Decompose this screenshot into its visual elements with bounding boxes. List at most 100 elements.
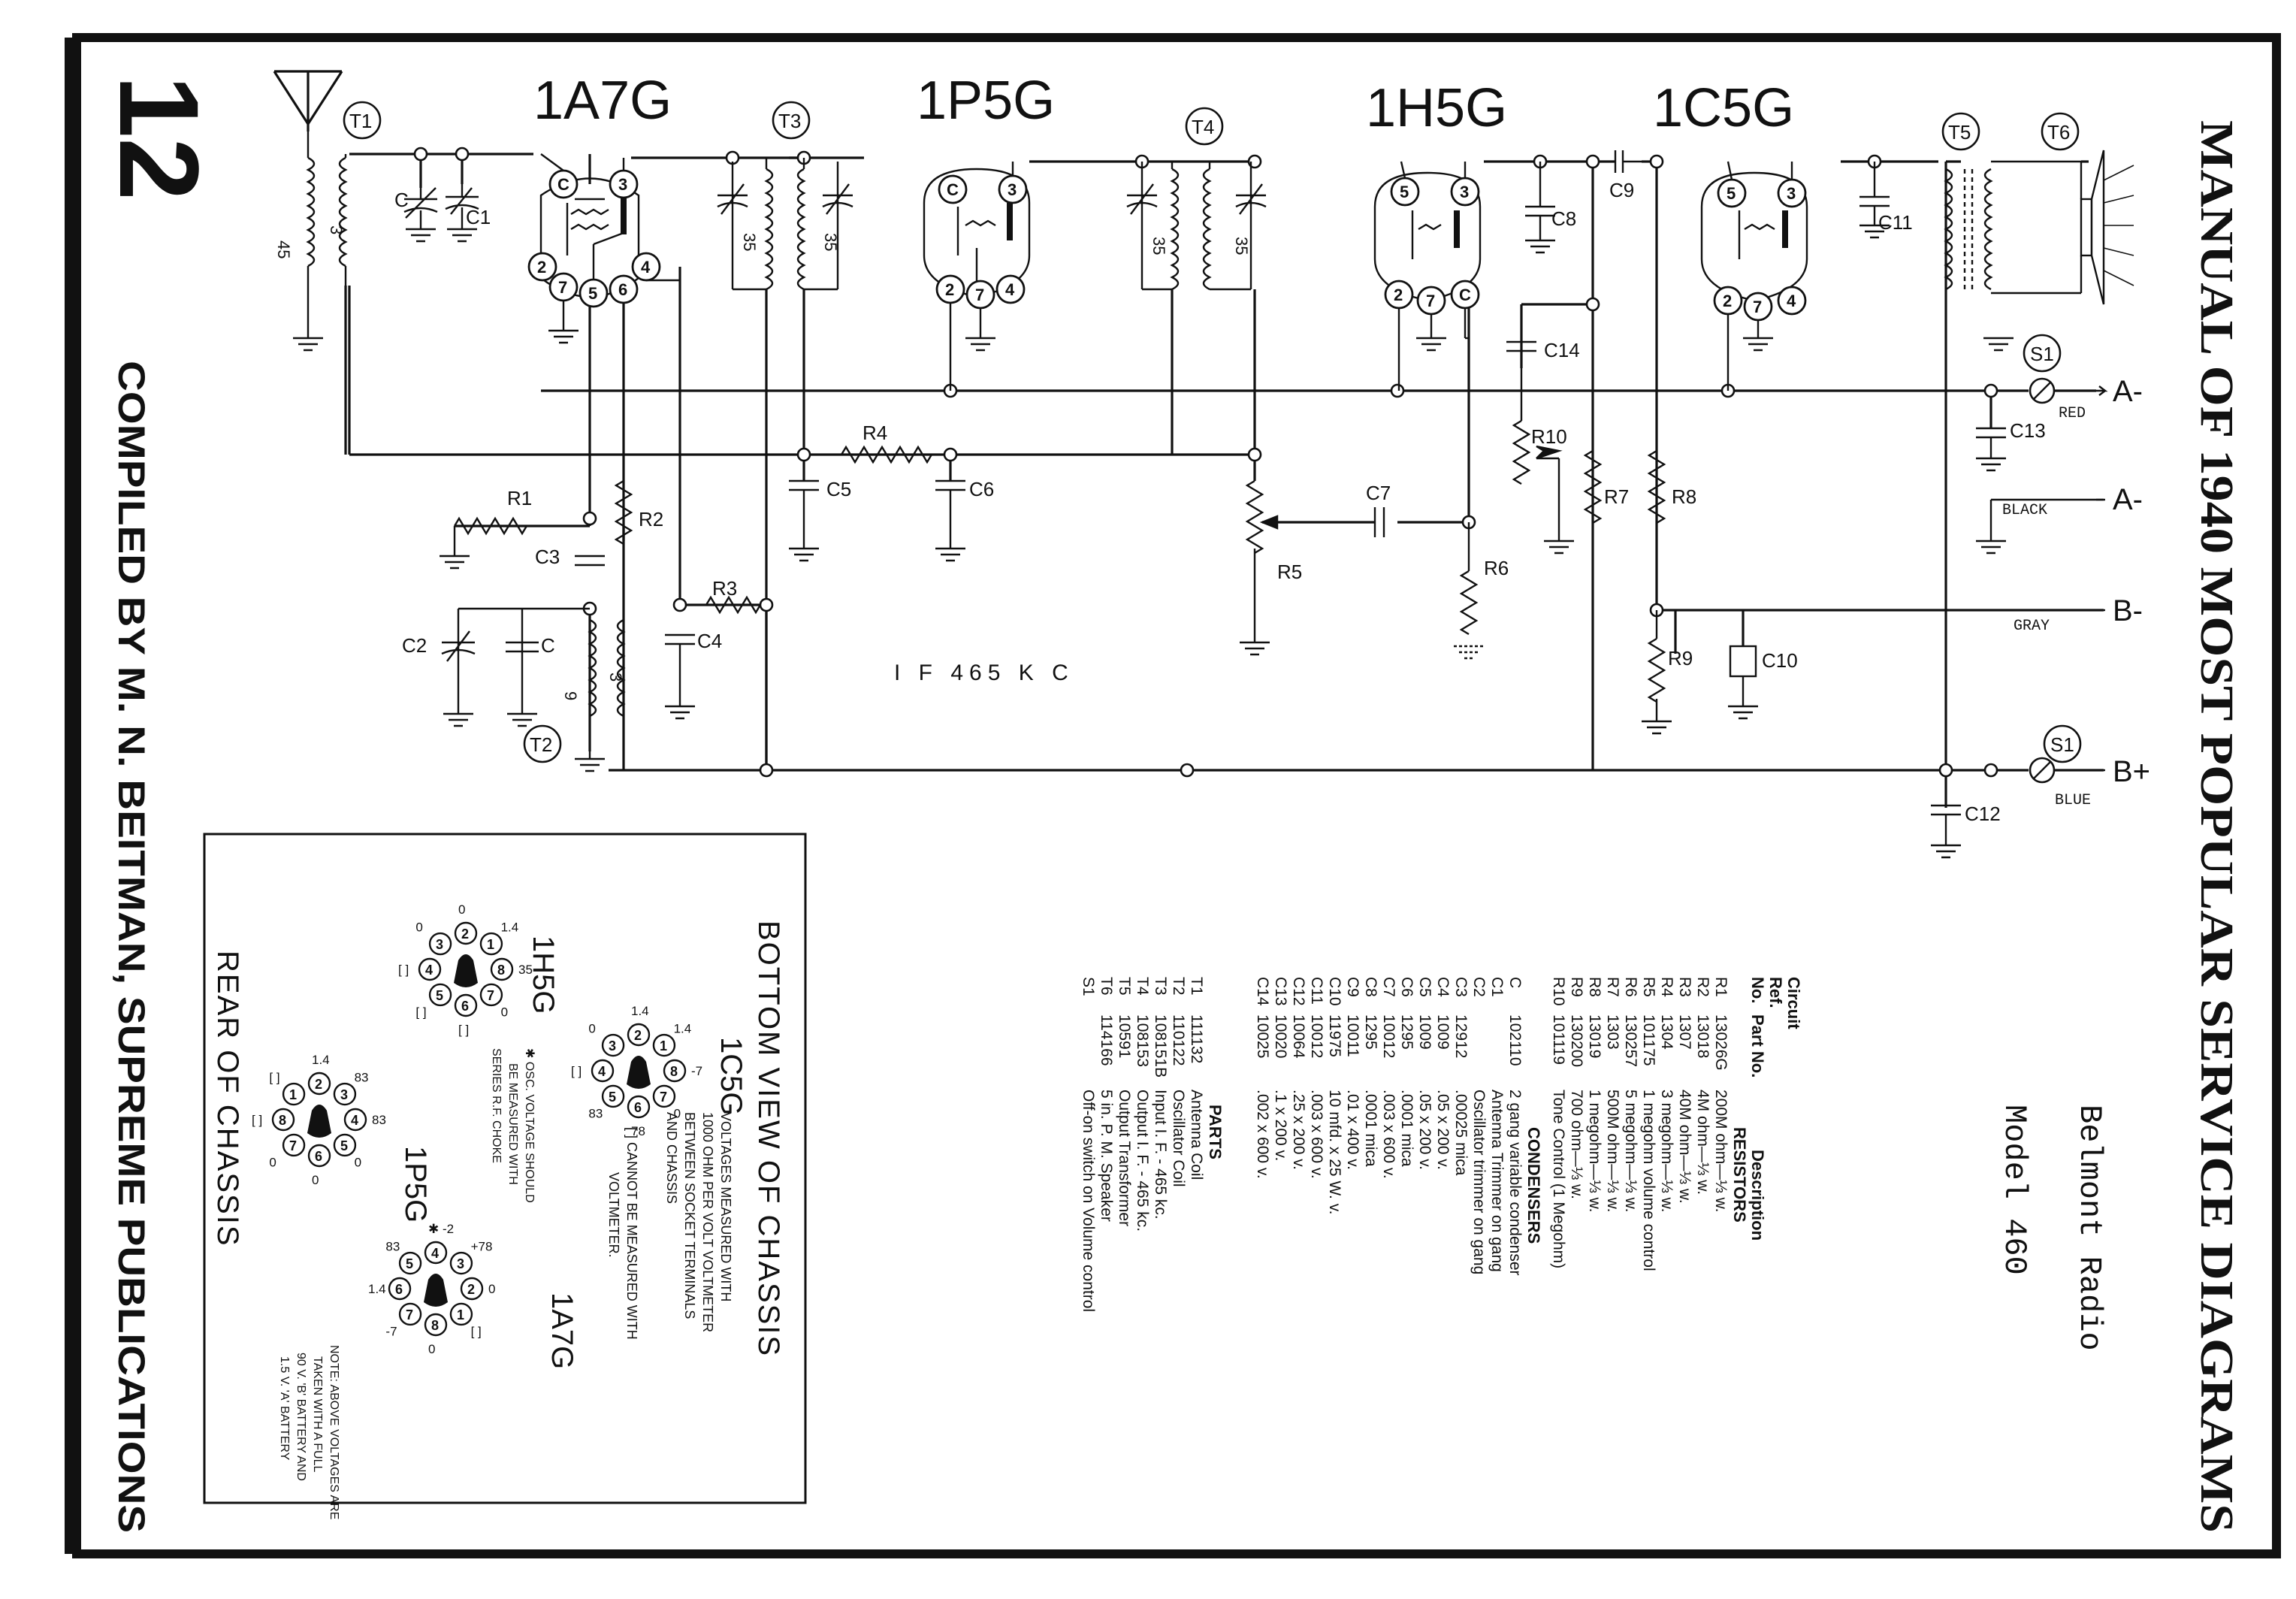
t3-secondary-resistance: 35 — [821, 233, 840, 251]
socket-pin — [460, 1277, 484, 1301]
resistor-r10-tone — [1512, 419, 1563, 541]
pin-1h5g-5: 5 — [1400, 183, 1409, 201]
resistor-ref: R4 — [1658, 977, 1675, 997]
condenser-ref: C1 — [1488, 977, 1506, 997]
condenser-description: .0001 mica — [1362, 1090, 1379, 1167]
pin-1a7g-2: 2 — [537, 258, 546, 277]
socket-pin-voltage: -7 — [691, 1064, 702, 1078]
tube-1p5g-pins: C 3 2 7 4 — [935, 174, 1028, 310]
socket-pin-number: 4 — [598, 1064, 606, 1079]
part-ref: T2 — [1170, 977, 1187, 996]
condenser-description: .01 x 400 v. — [1344, 1090, 1361, 1170]
pin-1a7g-4: 4 — [641, 258, 651, 277]
pin-1p5g-7: 7 — [975, 286, 984, 304]
socket-pin-voltage: 1.4 — [368, 1282, 386, 1296]
socket-pin — [652, 1084, 676, 1108]
condenser-part-number: 11975 — [1326, 1014, 1343, 1057]
ground-symbols — [293, 224, 2014, 735]
if-frequency-note: I F 465 K C — [894, 660, 1074, 685]
condenser-description: .25 x 200 v. — [1290, 1090, 1307, 1170]
socket-pin — [398, 1302, 422, 1326]
pin-1c5g-2: 2 — [1723, 292, 1732, 310]
condenser-ref: C13 — [1272, 977, 1289, 1006]
resistor-description: Tone Control (1 Megohm) — [1550, 1090, 1567, 1268]
pin-1c5g-4: 4 — [1787, 292, 1796, 310]
condenser-ref: C4 — [1434, 977, 1452, 997]
capacitor-c11 — [1859, 162, 1890, 225]
socket-pin-number: 5 — [340, 1138, 348, 1153]
socket-pin-number: 3 — [340, 1087, 348, 1102]
resistor-r8 — [1647, 449, 1666, 524]
c9-label: C9 — [1609, 179, 1634, 201]
part-description: Input I. F. - 465 kc. — [1152, 1090, 1169, 1220]
t4-if-transformer — [1126, 162, 1267, 291]
resistor-part-number: 1307 — [1676, 1014, 1693, 1050]
socket-pin-voltage: 83 — [385, 1239, 400, 1253]
socket-pin — [627, 1095, 651, 1119]
part-ref: T3 — [1152, 977, 1169, 996]
socket-pin — [479, 983, 503, 1007]
t3-label: T3 — [778, 110, 801, 132]
svg-text:[ ] CANNOT BE MEASURED WITH: [ ] CANNOT BE MEASURED WITH — [624, 1127, 639, 1340]
rear-of-chassis-label: REAR OF CHASSIS — [211, 951, 244, 1247]
socket-pin-voltage: 0 — [428, 1342, 435, 1356]
socket-pin — [601, 1033, 625, 1057]
part-ref: T5 — [1116, 977, 1133, 996]
tube-1h5g-pins: 5 3 2 7 C — [1384, 177, 1480, 316]
variable-capacitor-c — [403, 187, 438, 229]
socket-pin — [663, 1059, 687, 1083]
svg-text:TAKEN WITH A FULL: TAKEN WITH A FULL — [311, 1356, 324, 1473]
c12-label: C12 — [1965, 803, 2001, 825]
socket-pin — [454, 993, 478, 1017]
socket-pin-voltage: 0 — [488, 1282, 495, 1296]
tube-label-1a7g: 1A7G — [533, 71, 672, 131]
manual-banner: MANUAL OF 1940 MOST POPULAR SERVICE DIAG… — [2191, 120, 2242, 1533]
socket-pin — [282, 1133, 306, 1157]
condenser-part-number: 1295 — [1362, 1014, 1379, 1050]
wire-color-blue: BLUE — [2055, 792, 2091, 809]
socket-pin-number: 5 — [406, 1256, 413, 1271]
t3-label-circle — [772, 101, 811, 140]
note-osc: ✱ OSC. VOLTAGE SHOULD BE MEASURED WITH S… — [490, 1048, 536, 1203]
capacitor-c4 — [665, 633, 695, 720]
part-description: Output Transformer — [1116, 1090, 1133, 1226]
resistor-part-number: 101175 — [1640, 1014, 1657, 1066]
pin-1c5g-7: 7 — [1753, 298, 1762, 316]
svg-text:S1: S1 — [2030, 343, 2054, 365]
c-label: C — [394, 189, 409, 211]
socket-pin-number: 8 — [497, 963, 505, 978]
resistor-part-number: 13019 — [1586, 1014, 1603, 1058]
part-part-number: 114166 — [1098, 1014, 1115, 1066]
parts-section-parts: PARTS — [1206, 1105, 1225, 1159]
condenser-part-number: 102110 — [1506, 1014, 1524, 1066]
resistor-r6 — [1454, 522, 1484, 660]
socket-pin-voltage: 83 — [355, 1070, 369, 1084]
socket-pin — [490, 957, 514, 981]
resistor-description: 500M ohm—⅓ w. — [1604, 1090, 1621, 1212]
socket-pin-number: 8 — [431, 1318, 439, 1333]
socket-pin-voltage: 78 — [631, 1124, 645, 1138]
bottom-view-title: BOTTOM VIEW OF CHASSIS — [752, 920, 785, 1357]
socket-pin-voltage: 0 — [588, 1021, 595, 1035]
socket-pin-voltage: 1.4 — [631, 1004, 649, 1018]
t6-label-circle — [2041, 112, 2080, 151]
terminal-b-minus-gray: B- — [2113, 594, 2143, 627]
resistor-part-number: 1304 — [1658, 1014, 1675, 1050]
c10-label: C10 — [1762, 649, 1798, 672]
t1-primary-resistance: 45 — [274, 240, 293, 258]
part-ref: T6 — [1098, 977, 1115, 996]
t2-primary-resistance: 9 — [561, 691, 580, 700]
resistor-ref: R6 — [1622, 977, 1639, 997]
